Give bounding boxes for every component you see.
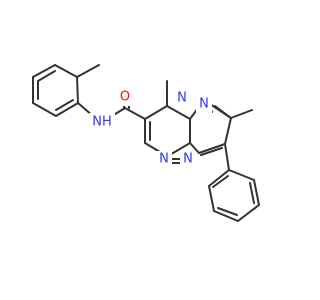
bond-tolyl-2 — [54, 64, 78, 78]
amide-nh-label-backdrop — [89, 113, 115, 130]
bond-phenyl-inner-1 — [212, 175, 229, 188]
bond-pyrazole-inner — [200, 147, 223, 156]
n-pyrazole-atom-label: N — [177, 91, 187, 106]
bond-layer — [32, 64, 260, 222]
bond-tolyl-4 — [55, 102, 79, 117]
n-bridge-label-backdrop — [196, 96, 212, 113]
bond-carbonyl-ring — [124, 107, 146, 120]
bond-triazine-1 — [144, 105, 168, 120]
n-triazine-a-label-backdrop — [156, 151, 172, 168]
oxygen-atom-label: O — [120, 90, 130, 105]
bond-pyrazole-5 — [198, 143, 226, 154]
bond-tolyl-3 — [76, 76, 79, 104]
bond-phenyl-5 — [253, 179, 260, 206]
amide-nh-atom-label: NH — [92, 115, 112, 130]
bond-pyrazole-methyl — [230, 109, 253, 119]
n-pyrazole-label-backdrop — [174, 90, 190, 107]
bond-pyrazole-7 — [209, 103, 232, 119]
bond-phenyl-link — [224, 143, 230, 171]
bond-tolyl-1 — [32, 64, 56, 78]
bond-pyrazole-6 — [189, 142, 200, 154]
n-triazine-b-label-backdrop — [180, 151, 196, 168]
bond-tolyl-5 — [32, 102, 57, 117]
bond-phenyl-inner-2 — [217, 207, 238, 216]
structure-canvas: O NH N N N N — [32, 64, 260, 222]
n-bridge-atom-label: N — [199, 97, 209, 112]
atom-label-layer: O NH N N N N — [89, 89, 212, 168]
oxygen-label-backdrop — [116, 89, 134, 106]
molecule-drawing: O NH N N N N — [32, 64, 260, 222]
bond-phenyl-inner-3 — [249, 182, 255, 204]
bond-pyrazole-4 — [224, 117, 232, 145]
bond-triazine-6 — [144, 142, 161, 153]
n-triazine-b-atom-label: N — [183, 152, 193, 167]
bond-phenyl-1 — [208, 169, 230, 187]
bond-tolyl-methyl — [76, 64, 100, 78]
n-triazine-a-atom-label: N — [159, 152, 169, 167]
bond-phenyl-2 — [208, 185, 215, 212]
bond-phenyl-3 — [213, 210, 239, 222]
bond-phenyl-6 — [228, 169, 255, 181]
bond-phenyl-4 — [237, 204, 260, 222]
bond-tolyl-inner-2 — [55, 99, 74, 111]
bond-triazine-2 — [166, 105, 191, 120]
bond-tolyl-inner-1 — [37, 70, 56, 82]
